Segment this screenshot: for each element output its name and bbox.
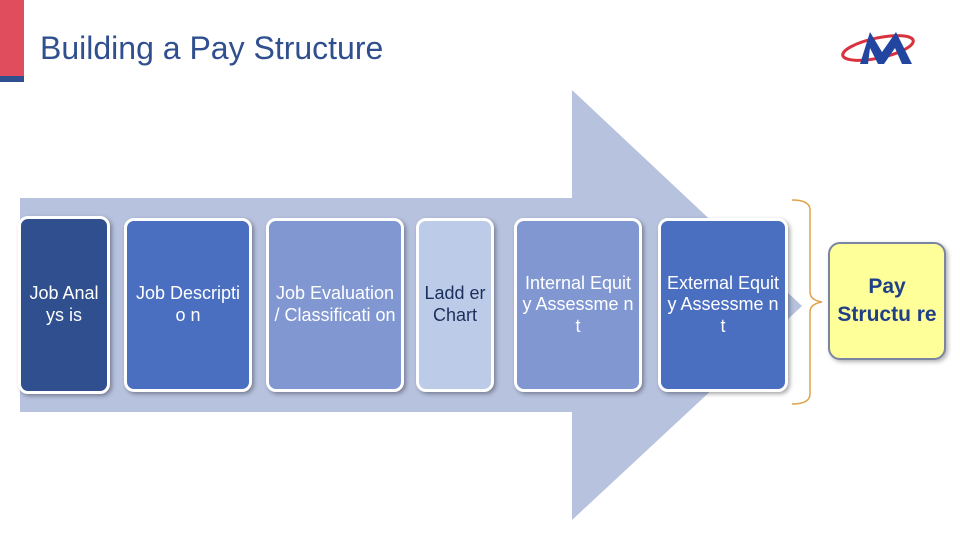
result-pay-structure: Pay Structu re bbox=[828, 242, 946, 360]
accent-underline bbox=[0, 76, 24, 82]
company-logo-icon bbox=[838, 26, 930, 75]
result-label: Pay Structu re bbox=[837, 274, 937, 326]
accent-bar bbox=[0, 0, 24, 80]
step-job-description: Job Descriptio n bbox=[124, 218, 252, 392]
slide-title: Building a Pay Structure bbox=[40, 30, 384, 66]
step-label: Job Descriptio n bbox=[135, 283, 241, 325]
step-job-analysis: Job Analys is bbox=[18, 216, 110, 394]
grouping-bracket bbox=[791, 199, 823, 405]
step-external-equity: External Equity Assessme nt bbox=[658, 218, 788, 392]
step-ladder-chart: Ladd er Chart bbox=[416, 218, 494, 392]
step-label: Ladd er Chart bbox=[424, 283, 486, 325]
step-label: Internal Equity Assessme nt bbox=[522, 272, 634, 336]
step-internal-equity: Internal Equity Assessme nt bbox=[514, 218, 642, 392]
step-label: Job Analys is bbox=[29, 283, 99, 325]
step-label: Job Evaluation / Classificati on bbox=[274, 283, 396, 325]
step-label: External Equity Assessme nt bbox=[666, 272, 780, 336]
step-job-evaluation: Job Evaluation / Classificati on bbox=[266, 218, 404, 392]
